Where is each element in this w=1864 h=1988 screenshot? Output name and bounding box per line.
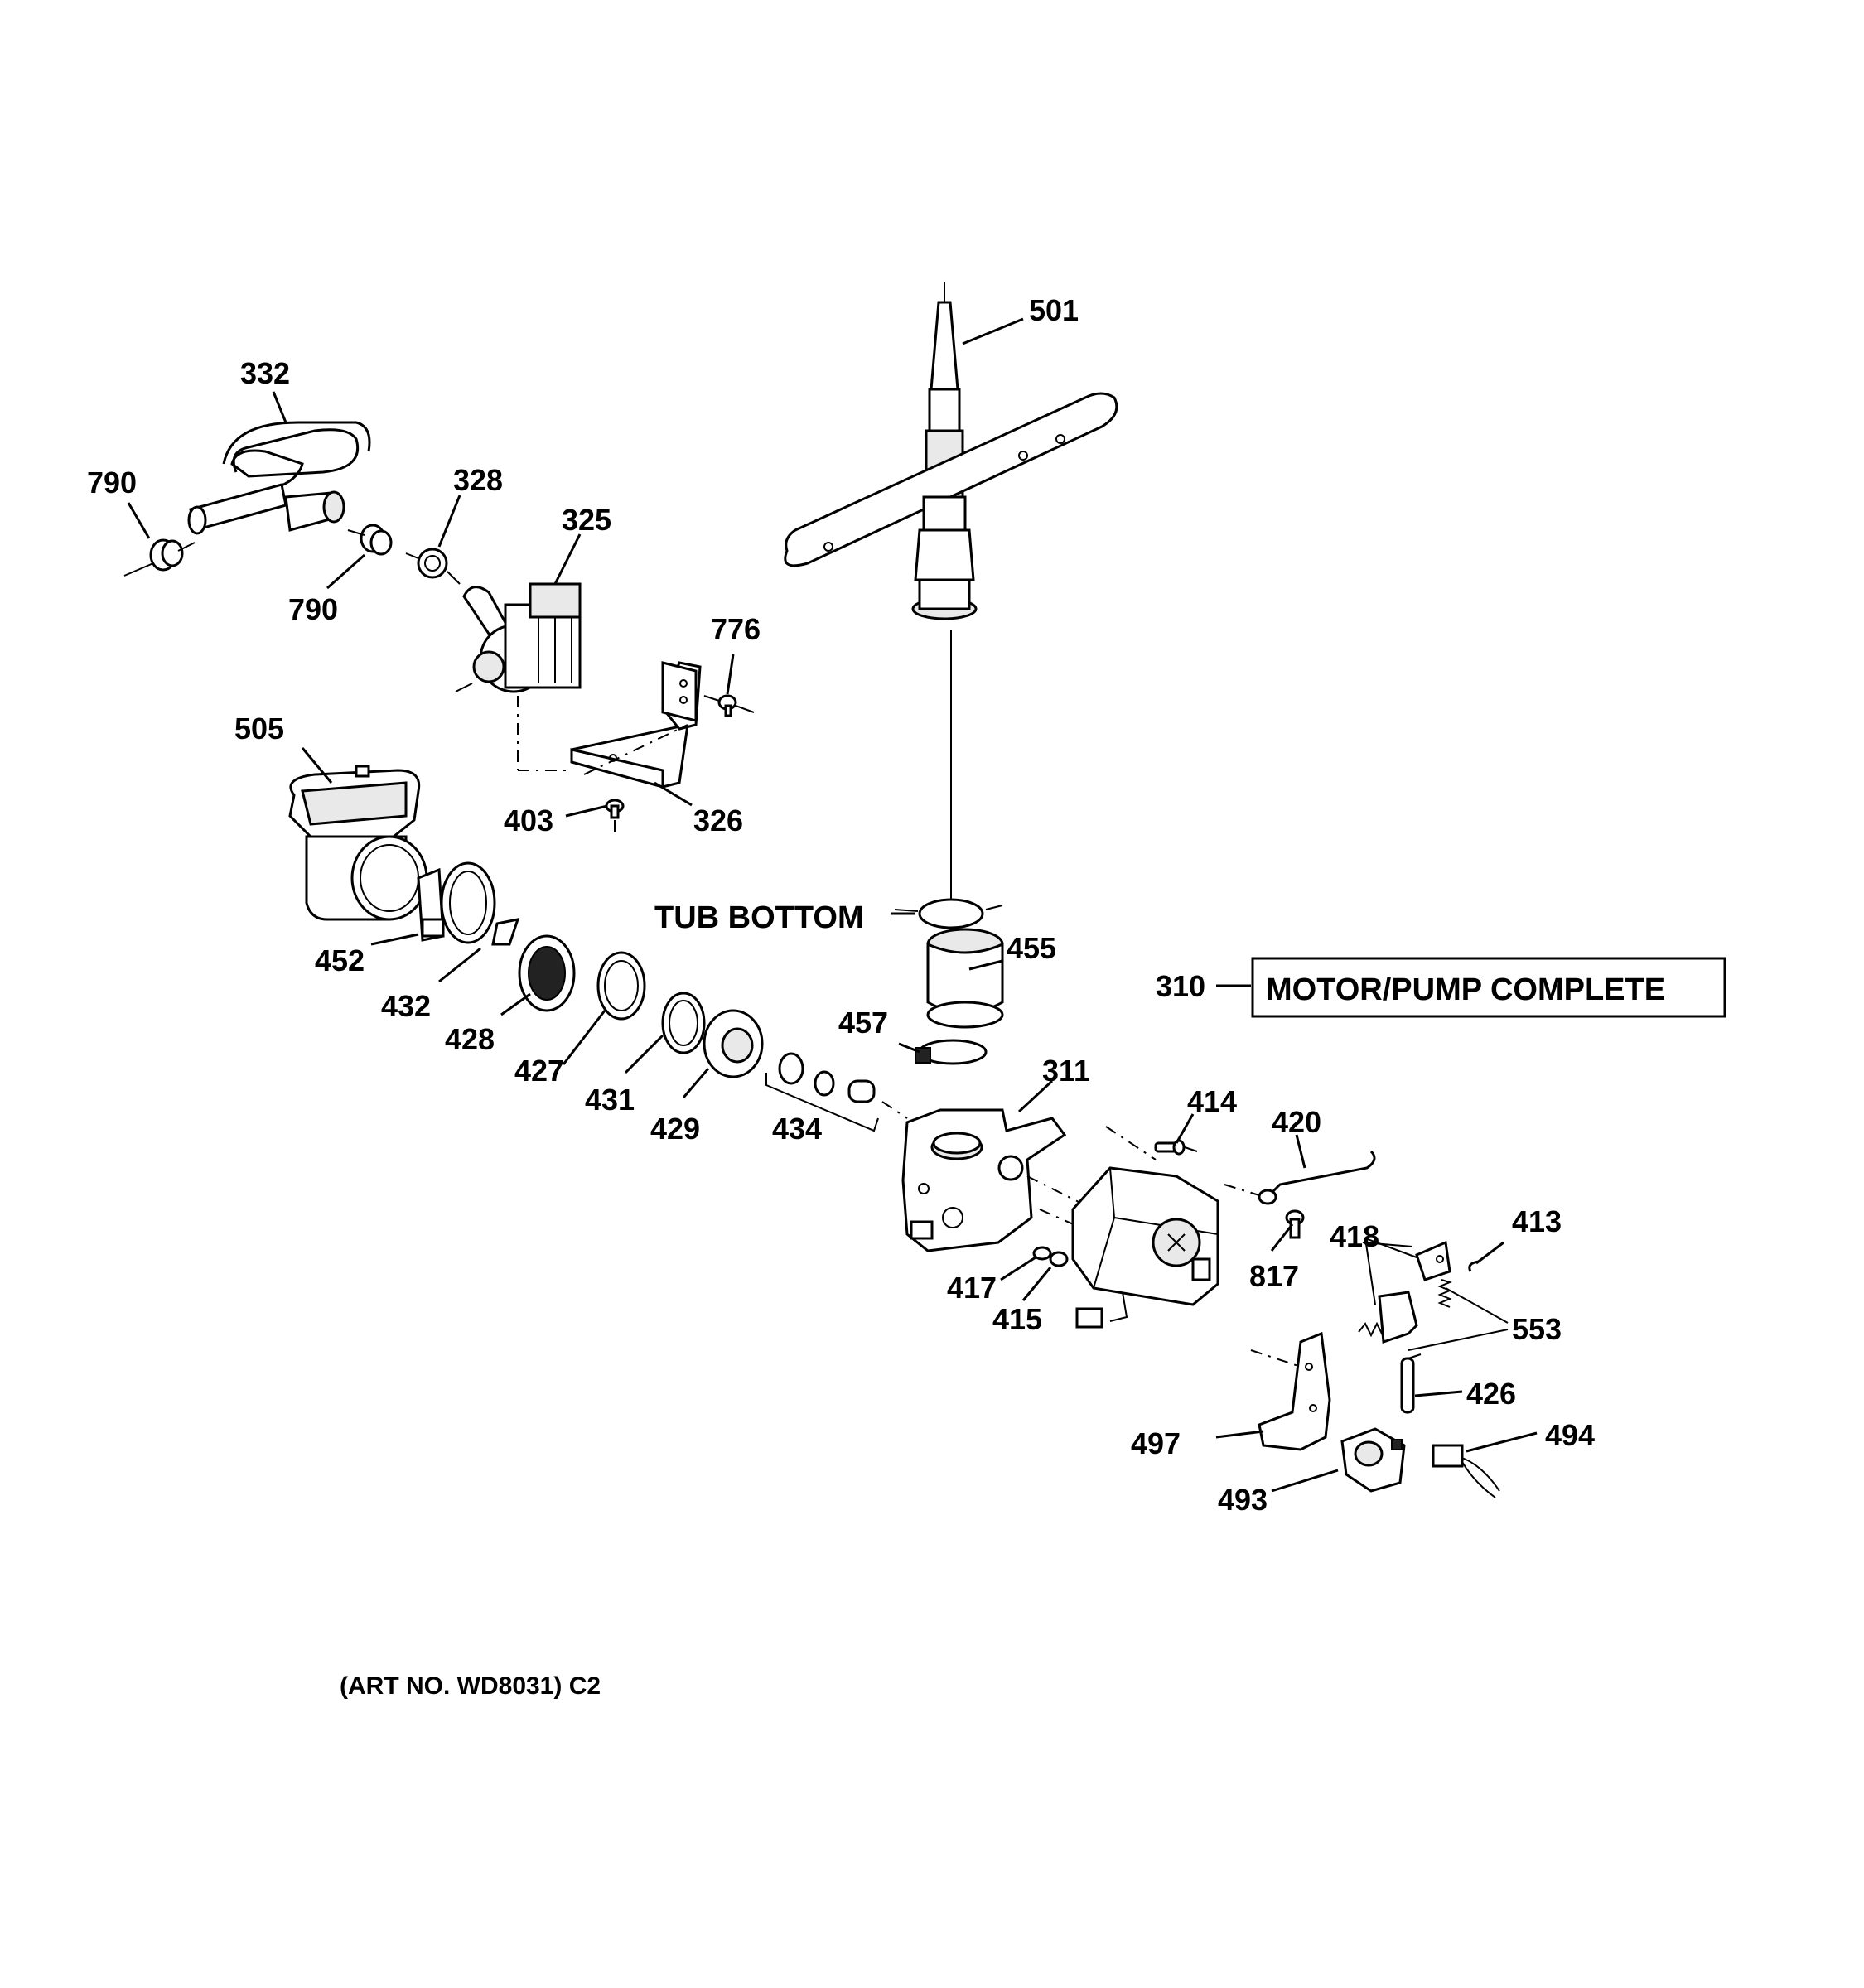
callout-413: 413 <box>1512 1204 1562 1238</box>
callout-310: 310 <box>1156 969 1205 1003</box>
callout-403: 403 <box>504 803 553 837</box>
o-ring-328[interactable] <box>417 548 448 579</box>
callout-494: 494 <box>1545 1418 1595 1452</box>
callout-457: 457 <box>838 1006 888 1040</box>
callout-452: 452 <box>315 943 365 977</box>
clip-432[interactable] <box>491 918 520 946</box>
callout-325: 325 <box>562 503 611 537</box>
seal-kit-434[interactable] <box>778 1052 876 1103</box>
impeller-429[interactable] <box>703 1009 764 1078</box>
pin-426[interactable] <box>1400 1353 1422 1414</box>
callout-790-right: 790 <box>288 592 338 626</box>
callout-501: 501 <box>1029 293 1079 327</box>
callout-428: 428 <box>445 1022 495 1056</box>
callout-431: 431 <box>585 1083 635 1117</box>
spray-arm-501[interactable] <box>784 282 1118 620</box>
pump-bracket-326[interactable] <box>570 661 702 789</box>
hose-clamp-790-right[interactable] <box>360 524 393 556</box>
motor-pump-complete-box <box>1251 957 1726 1018</box>
callout-505: 505 <box>234 712 284 746</box>
motor[interactable] <box>1071 1166 1219 1329</box>
clamp-457[interactable] <box>915 1039 988 1065</box>
callout-790-left: 790 <box>87 466 137 499</box>
gasket-455[interactable] <box>926 928 1004 1029</box>
latch-553[interactable] <box>1378 1291 1418 1344</box>
rod-420[interactable] <box>1266 1150 1376 1199</box>
callout-429: 429 <box>650 1112 700 1146</box>
callout-493: 493 <box>1218 1483 1268 1517</box>
art-number: (ART NO. WD8031) C2 <box>340 1672 601 1700</box>
callout-497: 497 <box>1131 1426 1181 1460</box>
ring-427[interactable] <box>596 951 646 1021</box>
callout-817: 817 <box>1249 1259 1299 1293</box>
drain-hose-332[interactable] <box>187 421 371 535</box>
clamp-452[interactable] <box>417 867 445 942</box>
nut-415[interactable] <box>1049 1251 1069 1267</box>
leader-lines <box>127 317 1538 1493</box>
callout-326: 326 <box>693 803 743 837</box>
screw-817[interactable] <box>1285 1209 1305 1239</box>
callout-427: 427 <box>514 1054 564 1088</box>
callout-432: 432 <box>381 989 431 1023</box>
solenoid-493[interactable] <box>1340 1427 1406 1493</box>
callout-418: 418 <box>1330 1219 1379 1253</box>
lever-418[interactable] <box>1415 1240 1451 1281</box>
callout-455: 455 <box>1007 931 1056 965</box>
callout-328: 328 <box>453 463 503 497</box>
pump-housing-311[interactable] <box>901 1108 1067 1252</box>
callout-414: 414 <box>1187 1084 1237 1118</box>
motor-pump-complete-label: MOTOR/PUMP COMPLETE <box>1266 972 1665 1007</box>
callout-415: 415 <box>992 1302 1042 1336</box>
callout-426: 426 <box>1466 1377 1516 1411</box>
callout-417: 417 <box>947 1271 997 1305</box>
drain-pump-325[interactable] <box>462 582 582 693</box>
ring-431[interactable] <box>661 992 706 1054</box>
connector-494[interactable] <box>1432 1444 1500 1498</box>
screw-414[interactable] <box>1154 1139 1186 1156</box>
tub-bottom-label: TUB BOTTOM <box>654 900 864 935</box>
hose-clamp-790-left[interactable] <box>149 538 184 572</box>
screw-776[interactable] <box>717 694 737 717</box>
filter-428[interactable] <box>518 934 576 1012</box>
callout-311: 311 <box>1042 1054 1090 1088</box>
sump-505[interactable] <box>288 765 428 921</box>
screw-403[interactable] <box>605 799 625 819</box>
callout-434: 434 <box>772 1112 822 1146</box>
callout-553: 553 <box>1512 1312 1562 1346</box>
ring-432[interactable] <box>440 861 496 944</box>
callout-776: 776 <box>711 612 761 646</box>
callout-332: 332 <box>240 356 290 390</box>
washer-417[interactable] <box>1032 1246 1052 1261</box>
tub-bottom-ring <box>918 898 984 929</box>
callout-420: 420 <box>1272 1105 1321 1139</box>
bracket-497[interactable] <box>1258 1331 1331 1451</box>
rod-420-end <box>1258 1189 1277 1205</box>
